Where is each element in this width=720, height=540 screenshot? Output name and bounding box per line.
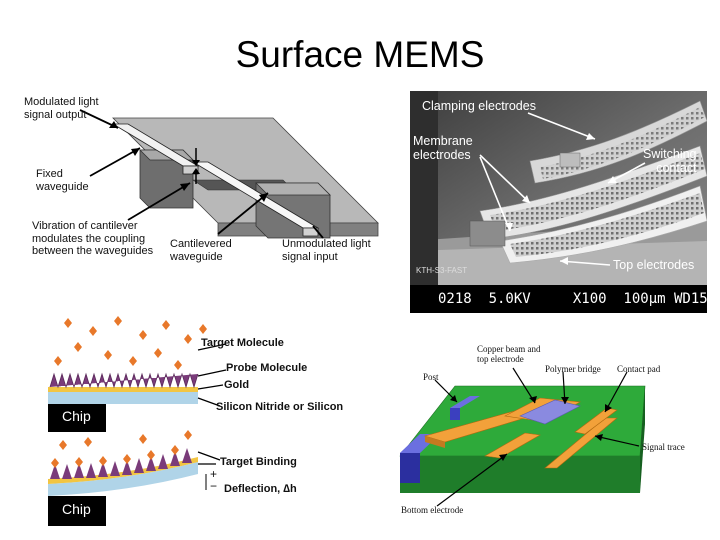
switch-illustration — [399, 367, 646, 507]
bottom-electrode — [484, 432, 541, 459]
gold-layer-top — [48, 387, 198, 392]
post-top — [450, 396, 480, 408]
substrate-front — [400, 456, 640, 493]
label-chip-top: Chip — [62, 408, 91, 424]
label-signal-trace: Signal trace — [642, 442, 685, 452]
sem-micrograph: Clamping electrodes Membrane electrodes … — [410, 91, 707, 313]
probe-molecules-top — [49, 372, 199, 389]
label-signal-input: Unmodulated light signal input — [282, 238, 371, 263]
label-copper-beam: Copper beam and top electrode — [477, 344, 541, 365]
probe-molecules-bottom — [50, 448, 192, 479]
label-plus: + — [210, 467, 218, 481]
sem-watermark: KTH-S3-FAST — [416, 266, 468, 275]
label-deflection: Deflection, ∆h — [224, 483, 297, 495]
label-membrane-electrodes: Membrane electrodes — [413, 134, 473, 162]
signal-trace — [544, 417, 618, 469]
label-cantilevered-waveguide: Cantilevered waveguide — [170, 238, 232, 263]
target-molecules — [54, 316, 207, 370]
biosensor-diagram: Target Molecule Probe Molecule Gold Sili… — [48, 312, 368, 527]
sem-image — [410, 91, 707, 285]
silicon-layer-top — [48, 392, 198, 404]
label-gold: Gold — [224, 379, 250, 391]
label-target-molecule: Target Molecule — [201, 337, 284, 349]
slide-title: Surface MEMS — [235, 34, 485, 75]
label-clamping-electrodes: Clamping electrodes — [422, 99, 536, 113]
silicon-layer-bottom — [48, 462, 198, 496]
polymer-bridge — [519, 399, 581, 425]
label-polymer-bridge: Polymer bridge — [545, 364, 601, 374]
label-chip-bottom: Chip — [62, 501, 91, 517]
label-signal-output: Modulated light signal output — [24, 96, 99, 121]
label-minus: − — [210, 479, 218, 493]
label-top-electrodes: Top electrodes — [613, 258, 695, 272]
gold-layer-bottom — [48, 457, 198, 484]
label-vibration: Vibration of cantilever modulates the co… — [32, 220, 154, 258]
label-probe-molecule: Probe Molecule — [226, 362, 308, 374]
label-silicon: Silicon Nitride or Silicon — [216, 401, 344, 413]
arrow-input — [312, 225, 324, 239]
switch-diagram: Copper beam and top electrode Post Polym… — [395, 338, 710, 523]
label-post: Post — [423, 372, 439, 382]
bound-targets — [51, 430, 192, 468]
label-bottom-electrode: Bottom electrode — [401, 505, 464, 515]
contact-pad — [574, 407, 618, 435]
label-switching-contact: Switching contact — [643, 147, 697, 175]
waveguide-illustration — [79, 109, 379, 239]
label-fixed-waveguide: Fixed waveguide — [36, 168, 89, 193]
biosensor-illustration — [48, 316, 227, 526]
chip-block-top — [48, 404, 106, 432]
arrow-vibration — [127, 182, 191, 221]
label-contact-pad: Contact pad — [617, 364, 661, 374]
chip-block-bottom — [48, 496, 106, 526]
sem-footer: 0218 5.0KV X100 100µm WD15 — [410, 285, 707, 313]
waveguide-diagram: Modulated light signal output Fixed wave… — [18, 88, 403, 278]
arrow-cantilevered — [217, 192, 269, 235]
label-target-binding: Target Binding — [220, 456, 297, 468]
arrow-fixed — [89, 147, 141, 177]
